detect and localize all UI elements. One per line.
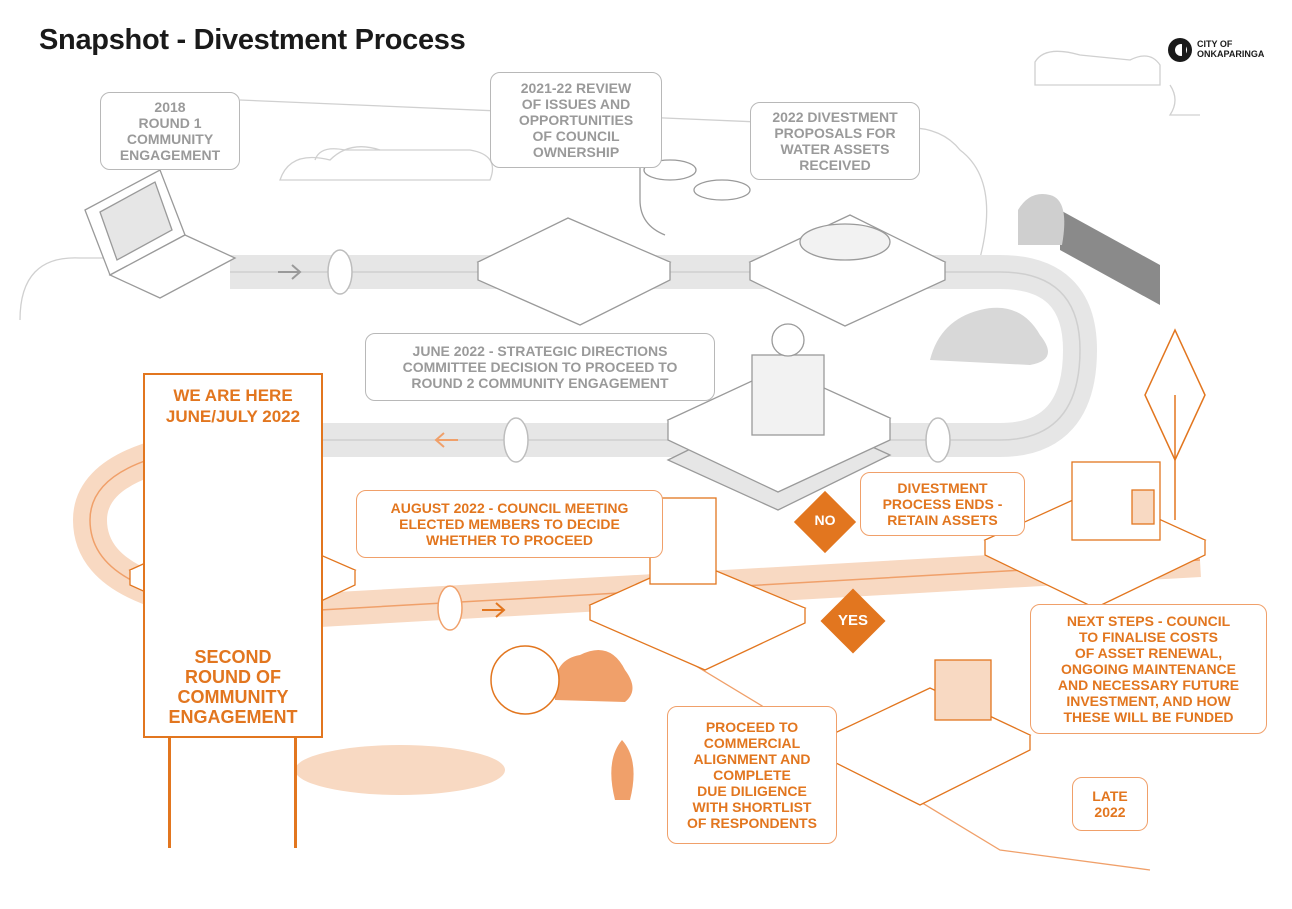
platform-due-diligence	[818, 659, 1032, 806]
sign-post-left	[168, 738, 171, 848]
sign-post-right	[294, 738, 297, 848]
platform-retain-assets	[983, 461, 1207, 609]
callout-late-text: LATE 2022	[1092, 788, 1128, 820]
callout-proceed: PROCEED TO COMMERCIAL ALIGNMENT AND COMP…	[667, 706, 837, 844]
upper-pipe	[230, 249, 1098, 463]
grey-decorations	[930, 194, 1160, 365]
callout-june: JUNE 2022 - STRATEGIC DIRECTIONS COMMITT…	[365, 333, 715, 401]
callout-proposals: 2022 DIVESTMENT PROPOSALS FOR WATER ASSE…	[750, 102, 920, 180]
laptop-illustration	[84, 169, 237, 299]
callout-june-text: JUNE 2022 - STRATEGIC DIRECTIONS COMMITT…	[402, 343, 678, 391]
callout-ends-text: DIVESTMENT PROCESS ENDS - RETAIN ASSETS	[882, 480, 1003, 528]
yes-label: YES	[837, 612, 868, 629]
logo-line-2: ONKAPARINGA	[1197, 49, 1265, 59]
orange-decorations	[295, 328, 1206, 800]
callout-august: AUGUST 2022 - COUNCIL MEETING ELECTED ME…	[356, 490, 663, 558]
platform-committee	[666, 323, 892, 511]
callout-review: 2021-22 REVIEW OF ISSUES AND OPPORTUNITI…	[490, 72, 662, 168]
callout-next-steps-text: NEXT STEPS - COUNCIL TO FINALISE COSTS O…	[1057, 613, 1240, 725]
callout-proposals-text: 2022 DIVESTMENT PROPOSALS FOR WATER ASSE…	[772, 109, 898, 173]
onkaparinga-logo-icon	[1168, 38, 1192, 62]
platform-proposals	[748, 214, 947, 327]
here-sign-top-text: WE ARE HERE JUNE/JULY 2022	[165, 386, 301, 426]
logo-line-1: CITY OF	[1197, 39, 1233, 49]
callout-round1-text: 2018 ROUND 1 COMMUNITY ENGAGEMENT	[119, 99, 221, 163]
platform-review	[476, 159, 751, 326]
callout-august-text: AUGUST 2022 - COUNCIL MEETING ELECTED ME…	[390, 500, 629, 548]
no-label: NO	[814, 512, 836, 528]
page-title: Snapshot - Divestment Process	[39, 24, 466, 56]
callout-late: LATE 2022	[1072, 777, 1148, 831]
callout-ends: DIVESTMENT PROCESS ENDS - RETAIN ASSETS	[860, 472, 1025, 536]
callout-round1: 2018 ROUND 1 COMMUNITY ENGAGEMENT	[100, 92, 240, 170]
council-logo: CITY OF ONKAPARINGA	[1166, 36, 1276, 66]
callout-review-text: 2021-22 REVIEW OF ISSUES AND OPPORTUNITI…	[518, 80, 634, 160]
here-sign-bottom-text: SECOND ROUND OF COMMUNITY ENGAGEMENT	[168, 647, 298, 727]
callout-proceed-text: PROCEED TO COMMERCIAL ALIGNMENT AND COMP…	[687, 719, 817, 831]
here-sign: WE ARE HERE JUNE/JULY 2022 SECOND ROUND …	[143, 373, 323, 738]
callout-next-steps: NEXT STEPS - COUNCIL TO FINALISE COSTS O…	[1030, 604, 1267, 734]
logo-text: CITY OF ONKAPARINGA	[1197, 39, 1264, 59]
